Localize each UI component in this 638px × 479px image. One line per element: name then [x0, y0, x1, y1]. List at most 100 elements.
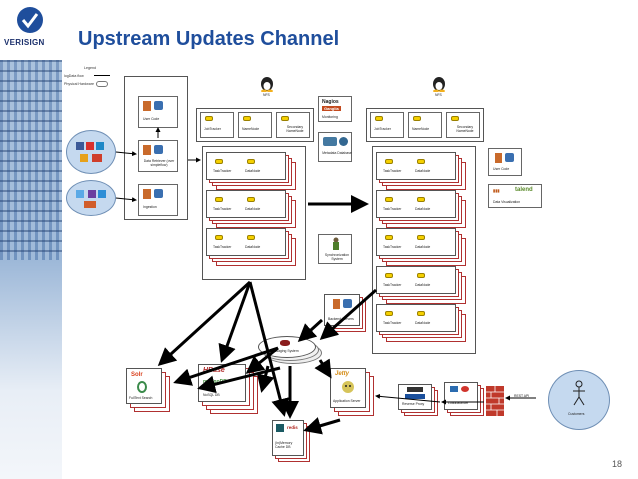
java-icon: [143, 145, 151, 155]
nfs-left-label: NFS: [263, 93, 270, 97]
messaging-label: Messaging System: [270, 349, 299, 353]
python-icon: [343, 299, 352, 308]
firewall-icon: [486, 386, 504, 416]
linkedin-icon: [98, 190, 106, 198]
tasktracker-label: TaskTracker: [213, 169, 232, 173]
right-jobtracker: JobTracker: [370, 112, 404, 138]
legend-physical-box: [96, 81, 108, 87]
slide-number: 18: [612, 459, 623, 469]
appserver-label: Application Server: [333, 399, 361, 403]
right-jobtracker-label: JobTracker: [374, 127, 391, 131]
rabbitmq-icon: [280, 340, 290, 346]
inmemory-label: (In)Memory Cache DB: [275, 441, 293, 449]
data-retriever-label: Data Retriever (over simpleflow): [143, 159, 175, 167]
building-image: [0, 60, 62, 260]
hadoop-icon: [413, 116, 421, 121]
right-user-code-node: User Code: [488, 148, 522, 176]
right-worker-stack-3: TaskTracker DataNode: [376, 228, 468, 268]
left-jobtracker: JobTracker: [200, 112, 234, 138]
zookeeper-icon: [333, 237, 339, 250]
right-secondary-label: Secondary NameNode: [456, 125, 474, 133]
java-icon: [333, 299, 340, 309]
hadoop-icon: [375, 116, 383, 121]
linux-icon: [433, 77, 445, 93]
tomcat-icon: [342, 381, 354, 393]
datanode-label: DataNode: [245, 245, 261, 249]
left-worker-stack-2: TaskTracker DataNode: [206, 190, 298, 230]
hadoop-icon: [385, 235, 393, 240]
hadoop-icon: [281, 116, 289, 121]
thick-arrows: [157, 195, 377, 435]
tasktracker-label: TaskTracker: [213, 207, 232, 211]
python-icon: [154, 145, 163, 154]
small-arrows: [115, 127, 536, 405]
tasktracker-label: TaskTracker: [383, 321, 402, 325]
hadoop-icon: [385, 311, 393, 316]
user-code-label: User Code: [143, 117, 160, 121]
haproxy-icon: [450, 386, 458, 392]
person-icon: [573, 380, 585, 406]
customers-cloud: [548, 370, 610, 430]
datanode-label: DataNode: [415, 207, 431, 211]
python-icon: [505, 153, 514, 162]
building-window-grid: [0, 60, 62, 260]
messaging-system-node: Messaging System: [258, 336, 324, 366]
nginx-icon: [407, 387, 423, 392]
user-code-node: User Code: [138, 96, 178, 128]
hadoop-icon: [205, 116, 213, 121]
java-icon: [495, 153, 502, 163]
youtube-icon: [86, 142, 94, 150]
hadoop-icon: [417, 159, 425, 164]
lb-label: Loadbalancer: [448, 401, 469, 405]
fulltext-search-stack: Solr FullText Search: [126, 368, 172, 414]
varnish-icon: [405, 394, 425, 399]
nosql-label: NoSQL DB: [203, 393, 220, 397]
data-visualization-label: Data Visualization: [493, 200, 521, 204]
sync-label: Synchronization System: [324, 253, 350, 261]
tasktracker-label: TaskTracker: [383, 245, 402, 249]
hadoop-icon: [385, 273, 393, 278]
rest-api-label: REST API: [514, 394, 530, 398]
right-user-code-label: User Code: [493, 167, 510, 171]
hadoop-icon: [247, 197, 255, 202]
talend-logo: talend: [515, 187, 533, 193]
right-namenode: NameNode: [408, 112, 442, 138]
metadata-db-node: Metadata Database: [318, 132, 352, 162]
datanode-label: DataNode: [415, 283, 431, 287]
right-secondary-namenode: Secondary NameNode: [446, 112, 480, 138]
mysql-icon: [323, 137, 337, 146]
hadoop-icon: [385, 159, 393, 164]
left-secondary-label: Secondary NameNode: [286, 125, 304, 133]
ganglia-logo: Ganglia: [322, 106, 341, 111]
hadoop-icon: [215, 159, 223, 164]
hadoop-icon: [417, 235, 425, 240]
nagios-logo: Nagios: [322, 99, 339, 105]
social-sources-cloud: [66, 130, 116, 174]
fulltext-label: FullText Search: [129, 396, 153, 400]
postgres-icon: [339, 137, 348, 146]
legend-physical-label: Physical Hardware: [64, 82, 94, 86]
brand-name: VERISIGN: [4, 38, 45, 47]
legend-flow-label: logData flow: [64, 74, 84, 78]
application-server-stack: Jetty Application Server: [330, 368, 376, 418]
left-jobtracker-label: JobTracker: [204, 127, 221, 131]
tasktracker-label: TaskTracker: [213, 245, 232, 249]
datanode-label: DataNode: [415, 245, 431, 249]
hadoop-icon: [417, 197, 425, 202]
facebook-icon: [76, 142, 84, 150]
data-retriever-node: Data Retriever (over simpleflow): [138, 140, 178, 172]
hadoop-icon: [243, 116, 251, 121]
hadoop-icon: [385, 197, 393, 202]
datanode-label: DataNode: [415, 169, 431, 173]
linux-icon: [261, 77, 273, 93]
sync-system-node: Synchronization System: [318, 234, 352, 264]
left-worker-stack-1: TaskTracker DataNode: [206, 152, 298, 192]
memcached-icon: [276, 424, 284, 432]
python-icon: [154, 189, 163, 198]
sidebar-fade: [0, 260, 62, 479]
left-secondary-namenode: Secondary NameNode: [276, 112, 310, 138]
